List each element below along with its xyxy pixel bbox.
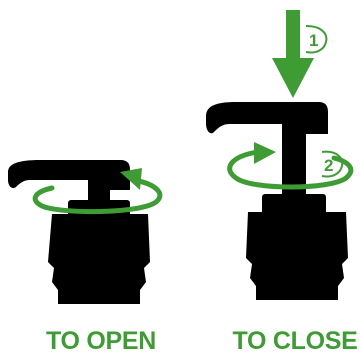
close-panel: 1 2 [206,10,351,300]
pump-cap-open [48,214,150,304]
step-1-marker: 1 [306,26,326,53]
open-caption: TO OPEN [46,327,156,354]
step-2-label: 2 [324,156,333,175]
pump-head-open [8,160,130,190]
arrow-down-icon [272,10,314,98]
pump-cap-close [246,212,348,300]
close-caption: TO CLOSE [233,327,358,354]
step-2-marker: 2 [322,152,342,177]
pump-head-close [206,102,328,134]
step-1-label: 1 [309,31,318,50]
pump-stem-close [282,120,306,204]
rotate-arrowhead-close [254,142,276,164]
open-panel [8,160,160,304]
